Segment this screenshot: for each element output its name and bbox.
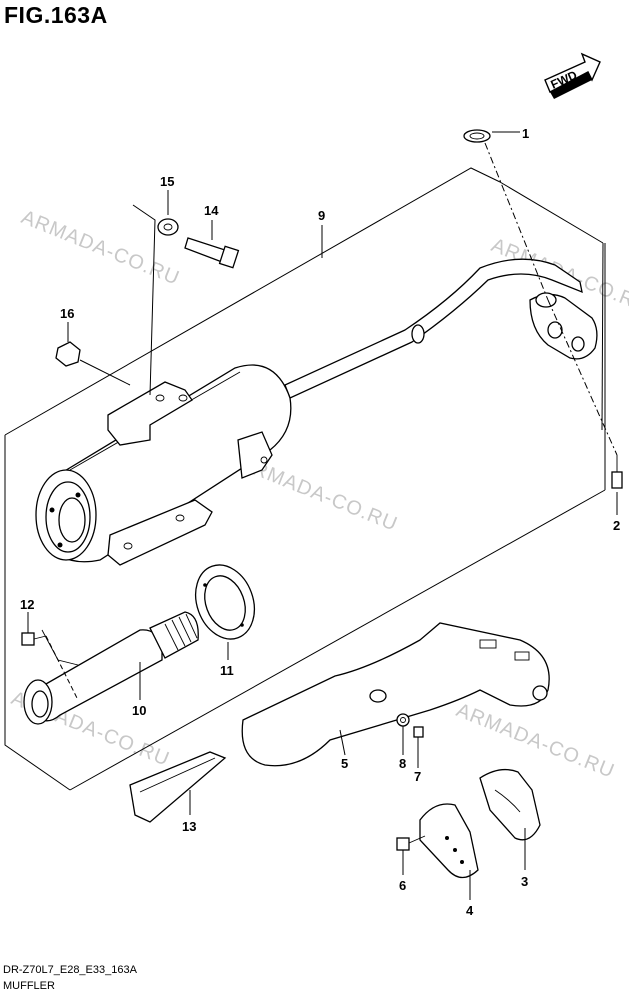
callout-15: 15 (160, 174, 174, 189)
leader-lines (27, 131, 618, 900)
bolt-6 (396, 835, 426, 851)
callout-3: 3 (521, 874, 528, 889)
gasket-11 (195, 564, 255, 640)
bolt-2 (611, 455, 623, 489)
callout-10: 10 (132, 703, 146, 718)
protector-13 (129, 751, 227, 823)
callout-8: 8 (399, 756, 406, 771)
muffler-body (35, 364, 292, 566)
watermark-5: ARMADA-CO.RU (453, 699, 618, 783)
callout-4: 4 (466, 903, 474, 918)
protector-5 (241, 622, 550, 767)
tail-pipe (23, 611, 199, 725)
callout-5: 5 (341, 756, 348, 771)
fwd-arrow-icon: FWD (544, 52, 601, 99)
bolt-7 (413, 726, 424, 738)
callout-9: 9 (318, 208, 325, 223)
protector-3 (479, 768, 541, 841)
washer-15 (157, 218, 179, 236)
callout-14: 14 (204, 203, 219, 218)
diagram-code: DR-Z70L7_E28_E33_163A (3, 964, 137, 976)
screw-12 (21, 632, 47, 646)
watermark-1: ARMADA-CO.RU (18, 206, 183, 290)
callout-16: 16 (60, 306, 74, 321)
exhaust-pipe (284, 258, 598, 399)
nut-16 (55, 341, 81, 367)
gasket-1 (463, 129, 491, 143)
washer-8 (396, 713, 410, 727)
callout-numbers: 1 2 3 4 5 6 7 8 9 10 11 12 13 14 15 16 (20, 126, 620, 918)
callout-11: 11 (220, 663, 234, 678)
callout-7: 7 (414, 769, 421, 784)
diagram-name: MUFFLER (3, 980, 55, 992)
callout-6: 6 (399, 878, 406, 893)
assembly-frame (601, 242, 604, 431)
callout-1: 1 (522, 126, 529, 141)
figure-title: FIG.163A (4, 2, 108, 28)
protector-4 (419, 803, 479, 879)
callout-2: 2 (613, 518, 620, 533)
bolt-14 (184, 237, 240, 269)
callout-12: 12 (20, 597, 34, 612)
callout-13: 13 (182, 819, 196, 834)
